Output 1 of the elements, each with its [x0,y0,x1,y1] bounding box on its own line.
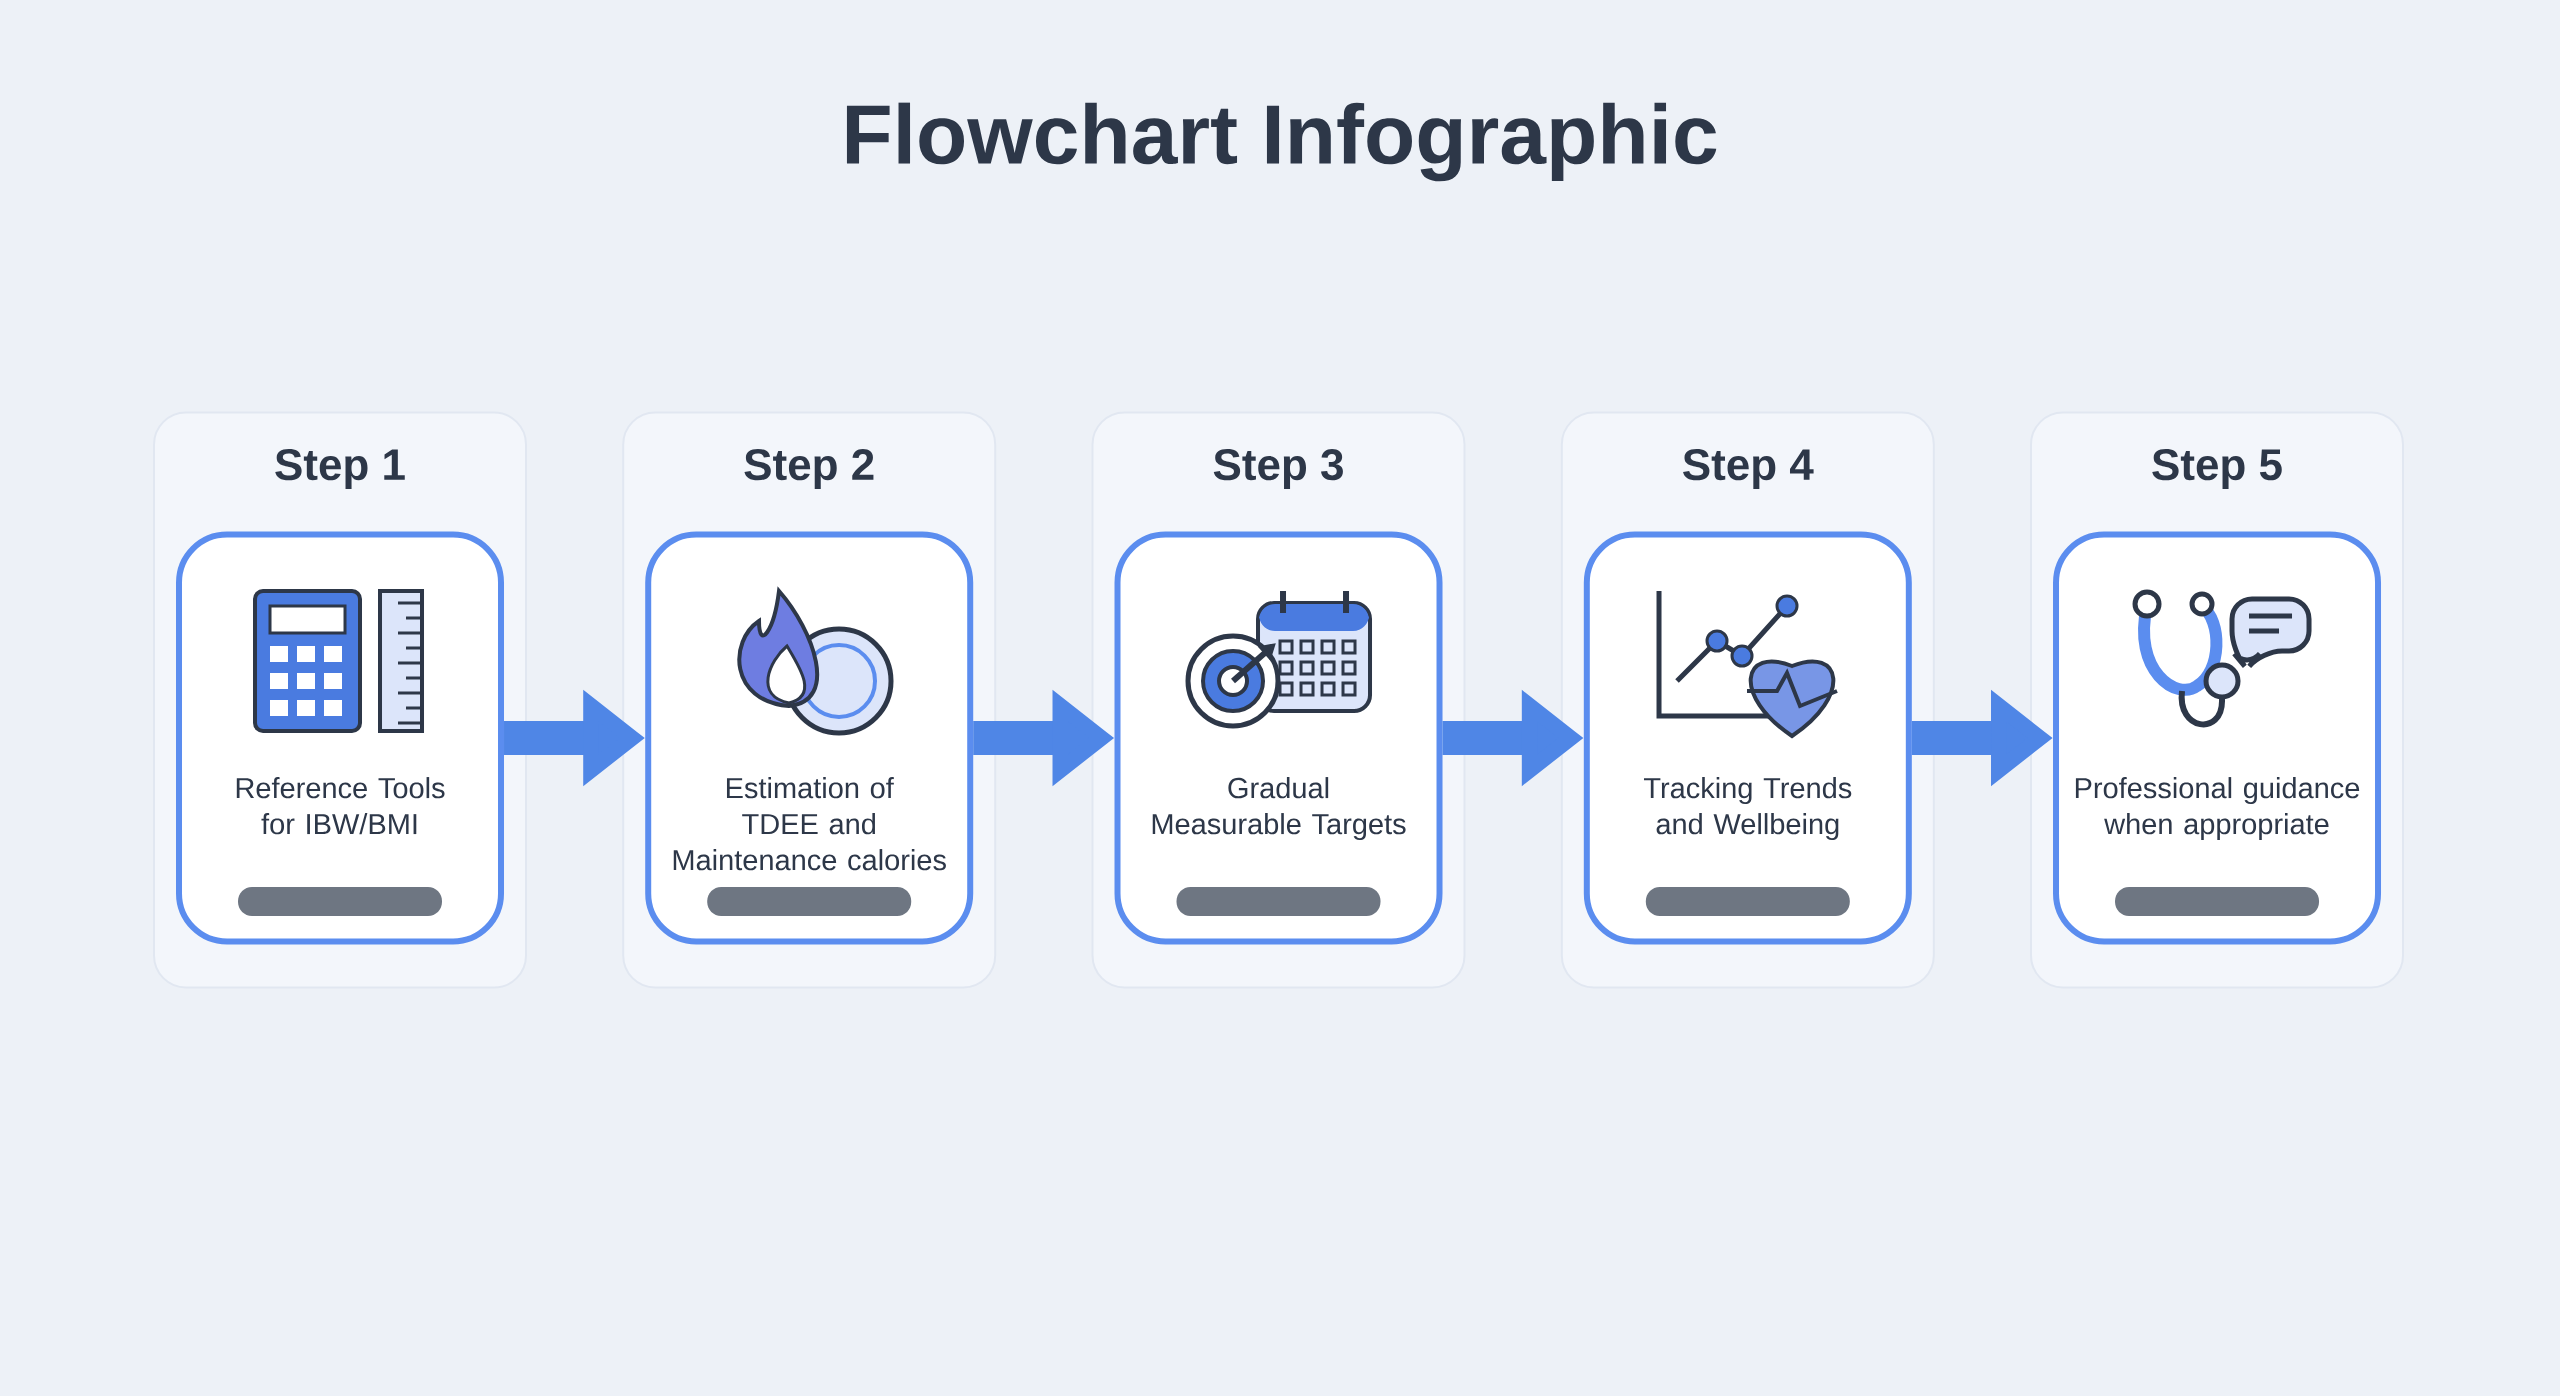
title: Flowchart Infographic [846,102,1717,182]
